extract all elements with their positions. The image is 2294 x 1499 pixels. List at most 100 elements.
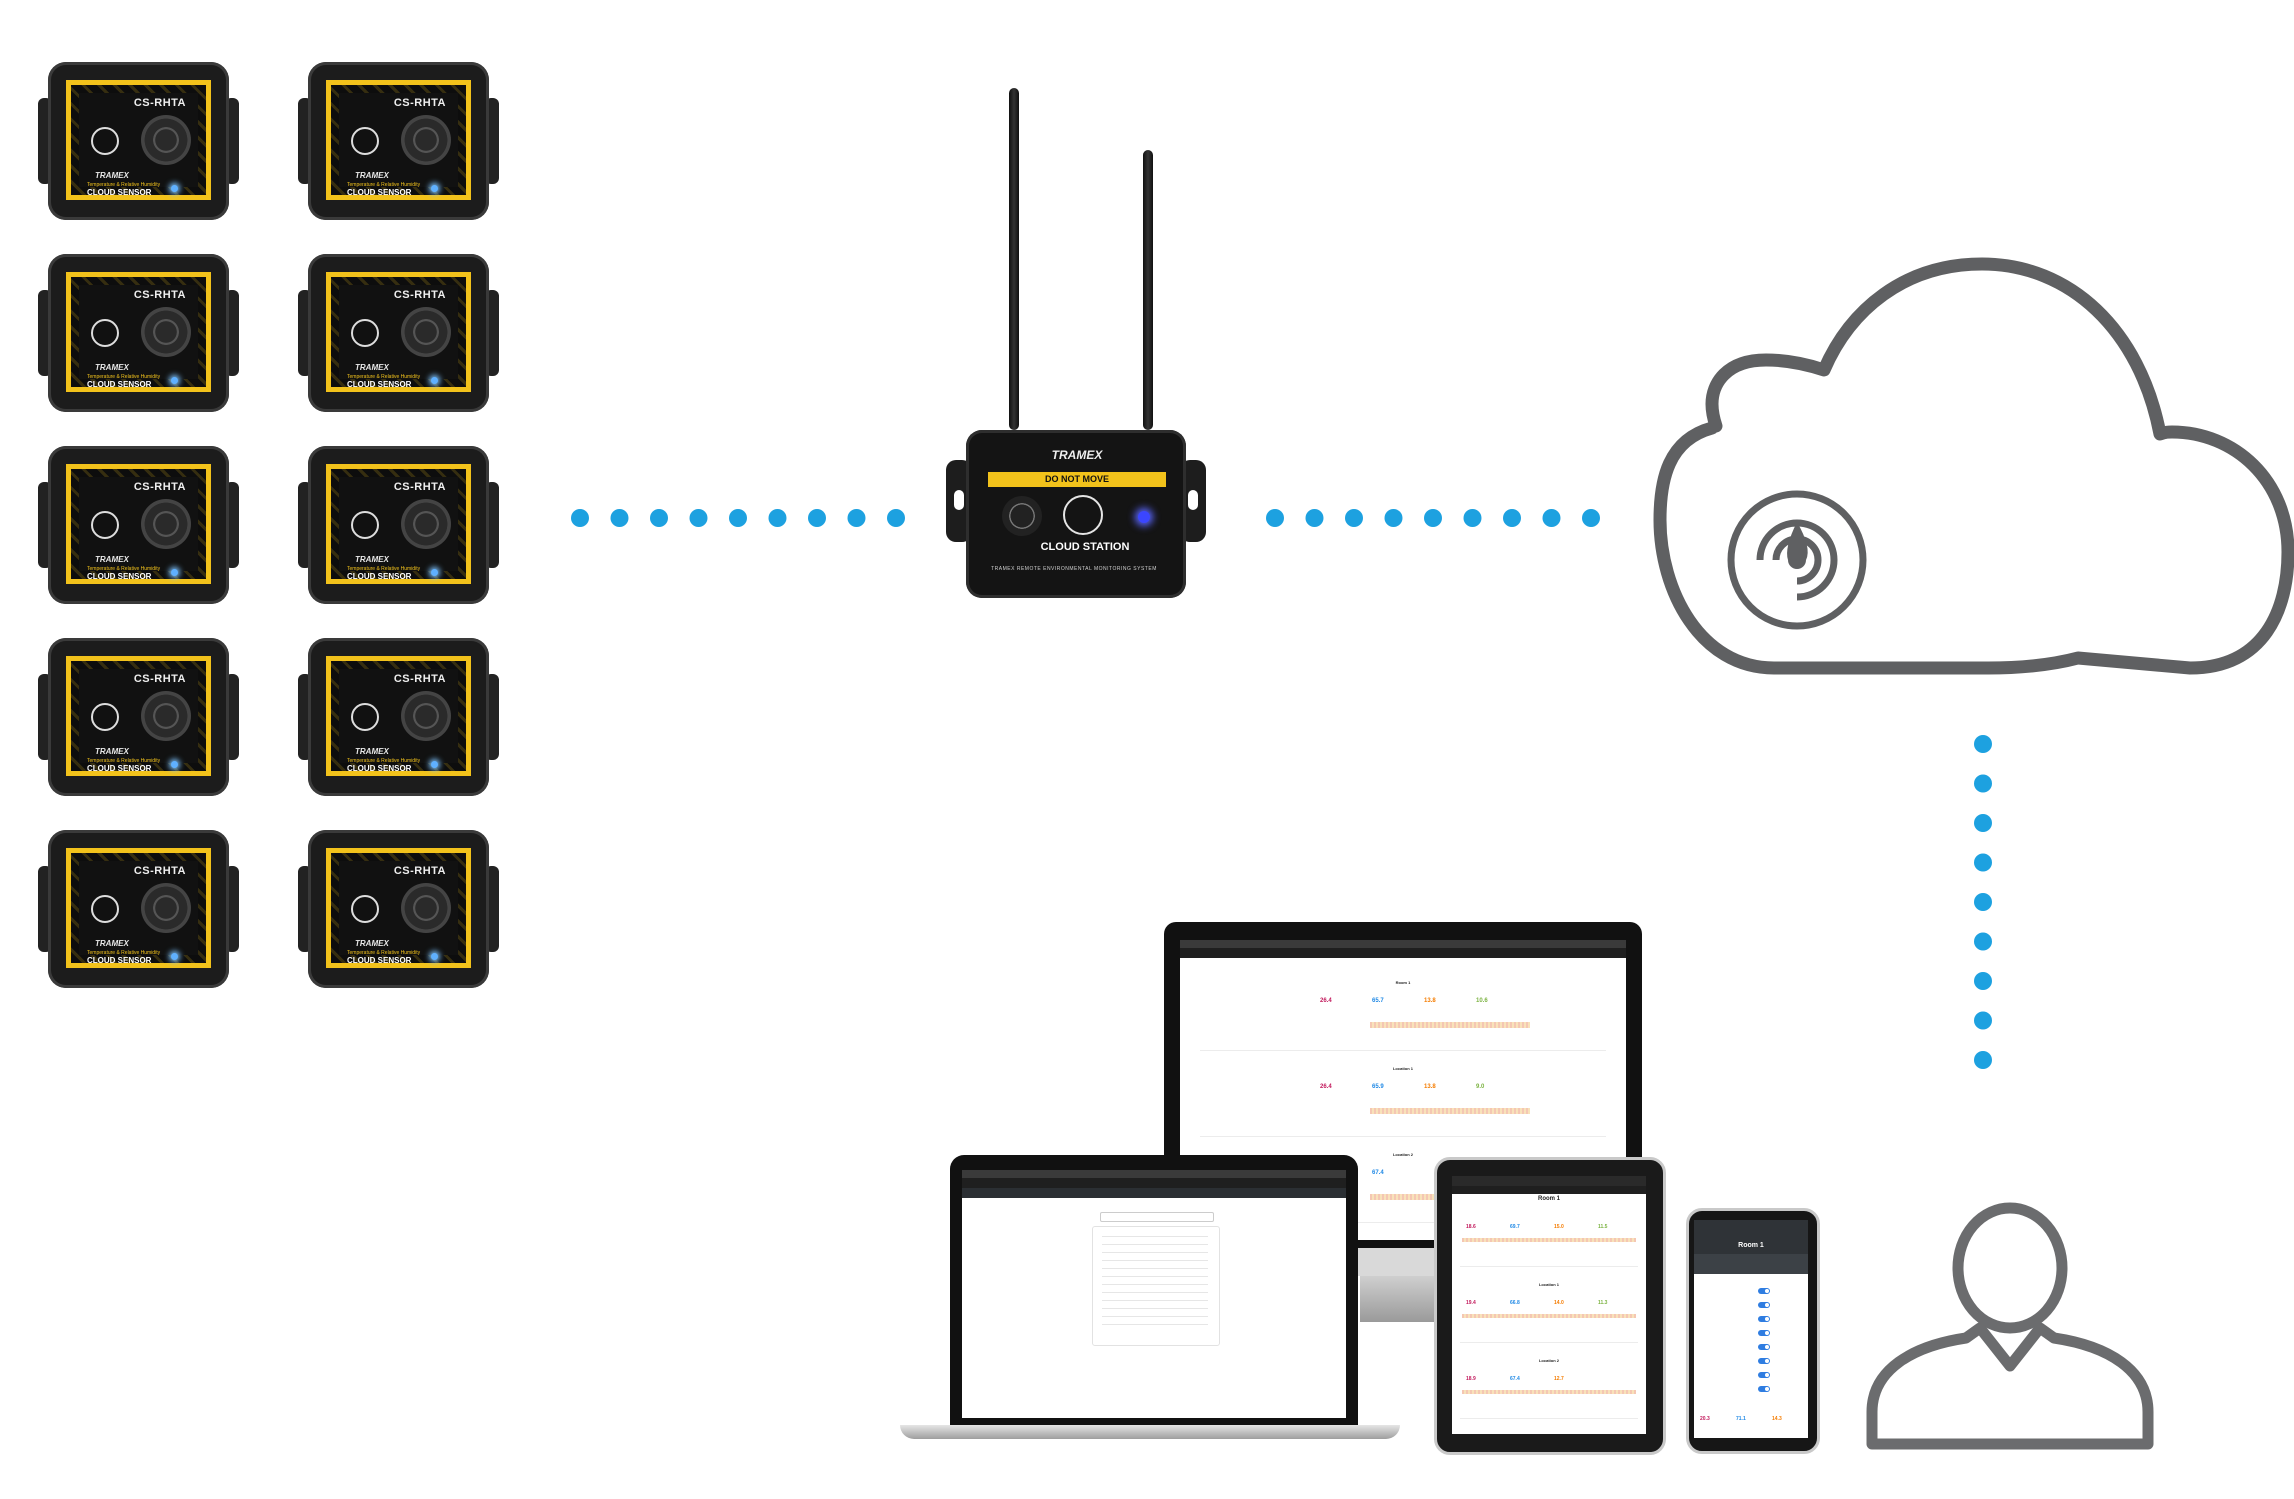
sensor-name-label: CLOUD SENSOR (87, 764, 152, 773)
sensor-name-label: CLOUD SENSOR (87, 188, 152, 197)
monitor-divider (1200, 1050, 1606, 1051)
laptop-table-row (1102, 1236, 1208, 1237)
sensor-model-label: CS-RHTA (393, 865, 446, 877)
sensor-status-led (171, 761, 178, 768)
sensor-status-led (171, 377, 178, 384)
connector-dot (1384, 509, 1403, 527)
sensor-status-led (431, 761, 438, 768)
user-icon (1866, 1202, 2154, 1450)
laptop-screen (962, 1170, 1346, 1418)
station-tagline: TRAMEX REMOTE ENVIRONMENTAL MONITORING S… (991, 566, 1157, 572)
tablet-title: Room 1 (1537, 1196, 1560, 1202)
phone-reading: 20.3 (1700, 1416, 1710, 1422)
connector-dot (1974, 1051, 1992, 1069)
monitor-reading: 26.4 (1320, 1084, 1332, 1090)
laptop-table-row (1102, 1308, 1208, 1309)
phone-toggle (1758, 1288, 1770, 1294)
phone-reading: 71.1 (1736, 1416, 1746, 1422)
connector-dot (1424, 509, 1442, 527)
tablet-reading: 18.6 (1466, 1224, 1476, 1230)
sensor-type-label: Temperature & Relative Humidity (347, 758, 421, 764)
connector-dot (571, 509, 589, 527)
tablet-section-title: Location 1 (1538, 1282, 1559, 1287)
sensor-status-led (431, 953, 438, 960)
phone-toggle (1758, 1358, 1770, 1364)
sensor-name-label: CLOUD SENSOR (347, 572, 412, 581)
connector-dot (1542, 509, 1561, 527)
connector-dot (1974, 932, 1992, 951)
tablet-chart-strip (1462, 1238, 1636, 1242)
tablet-divider (1460, 1266, 1638, 1267)
tablet-reading: 66.8 (1510, 1300, 1520, 1306)
station-status-led (1138, 511, 1150, 523)
sensor-type-label: Temperature & Relative Humidity (87, 374, 161, 380)
sensor-brand-label: TRAMEX (355, 555, 389, 564)
sensor-status-led (431, 377, 438, 384)
monitor-section-title: Location 2 (1392, 1152, 1413, 1157)
sensor-fan (141, 883, 191, 933)
monitor-section-title: Room 1 (1395, 980, 1411, 985)
sensor-status-led (171, 185, 178, 192)
sensor-logo-icon (91, 127, 119, 155)
sensor-type-label: Temperature & Relative Humidity (87, 950, 161, 956)
sensor-name-label: CLOUD SENSOR (347, 188, 412, 197)
phone-title: Room 1 (1738, 1242, 1764, 1249)
phone-toggle (1758, 1372, 1770, 1378)
sensor-name-label: CLOUD SENSOR (347, 764, 412, 773)
laptop-table-row (1102, 1300, 1208, 1301)
sensor-type-label: Temperature & Relative Humidity (87, 566, 161, 572)
tablet-divider (1460, 1418, 1638, 1419)
tablet-chart-strip (1462, 1390, 1636, 1394)
sensor-fan (141, 691, 191, 741)
connector-station-cloud (1266, 509, 1600, 527)
tablet-reading: 18.9 (1466, 1376, 1476, 1382)
station-antenna-right (1143, 150, 1153, 430)
sensor-model-label: CS-RHTA (133, 97, 186, 109)
cloud-sensor-device: CS-RHTA TRAMEX Temperature & Relative Hu… (36, 828, 241, 993)
tablet-reading: 69.7 (1510, 1224, 1520, 1230)
station-logo-icon (1063, 495, 1103, 535)
sensor-type-label: Temperature & Relative Humidity (87, 758, 161, 764)
sensor-model-label: CS-RHTA (393, 481, 446, 493)
tablet-reading: 12.7 (1554, 1376, 1564, 1382)
tablet-reading: 19.4 (1466, 1300, 1476, 1306)
sensor-type-label: Temperature & Relative Humidity (347, 566, 421, 572)
cloud-sensor-device: CS-RHTA TRAMEX Temperature & Relative Hu… (36, 636, 241, 801)
connector-dot (1345, 509, 1363, 527)
sensor-brand-label: TRAMEX (355, 171, 389, 180)
laptop-table-row (1102, 1244, 1208, 1245)
laptop-table-row (1102, 1268, 1208, 1269)
laptop-table-row (1102, 1324, 1208, 1325)
monitor-section-title: Location 1 (1392, 1066, 1413, 1071)
sensor-brand-label: TRAMEX (355, 939, 389, 948)
connector-dot (1582, 509, 1600, 527)
monitor-divider (1200, 1222, 1606, 1223)
sensor-model-label: CS-RHTA (133, 481, 186, 493)
cloud-logo-icon (1727, 490, 1867, 630)
laptop-table-row (1102, 1252, 1208, 1253)
cloud-sensor-device: CS-RHTA TRAMEX Temperature & Relative Hu… (36, 444, 241, 609)
tablet-reading: 14.0 (1554, 1300, 1564, 1306)
connector-dot (1974, 972, 1992, 990)
sensor-fan (401, 307, 451, 357)
sensor-logo-icon (91, 895, 119, 923)
sensor-status-led (431, 185, 438, 192)
sensor-brand-label: TRAMEX (95, 747, 129, 756)
monitor-reading: 65.7 (1372, 998, 1384, 1004)
cloud-sensor-device: CS-RHTA TRAMEX Temperature & Relative Hu… (296, 828, 501, 993)
monitor-divider (1200, 1136, 1606, 1137)
connector-dot (1503, 509, 1521, 527)
cloud-sensor-device: CS-RHTA TRAMEX Temperature & Relative Hu… (296, 252, 501, 417)
sensor-name-label: CLOUD SENSOR (347, 956, 412, 965)
tablet-reading: 11.3 (1598, 1300, 1608, 1306)
sensor-model-label: CS-RHTA (133, 673, 186, 685)
sensor-type-label: Temperature & Relative Humidity (347, 950, 421, 956)
connector-dot (1974, 893, 1992, 911)
phone-toggle (1758, 1302, 1770, 1308)
phone-toggle (1758, 1330, 1770, 1336)
sensor-brand-label: TRAMEX (95, 939, 129, 948)
laptop-table-row (1102, 1292, 1208, 1293)
